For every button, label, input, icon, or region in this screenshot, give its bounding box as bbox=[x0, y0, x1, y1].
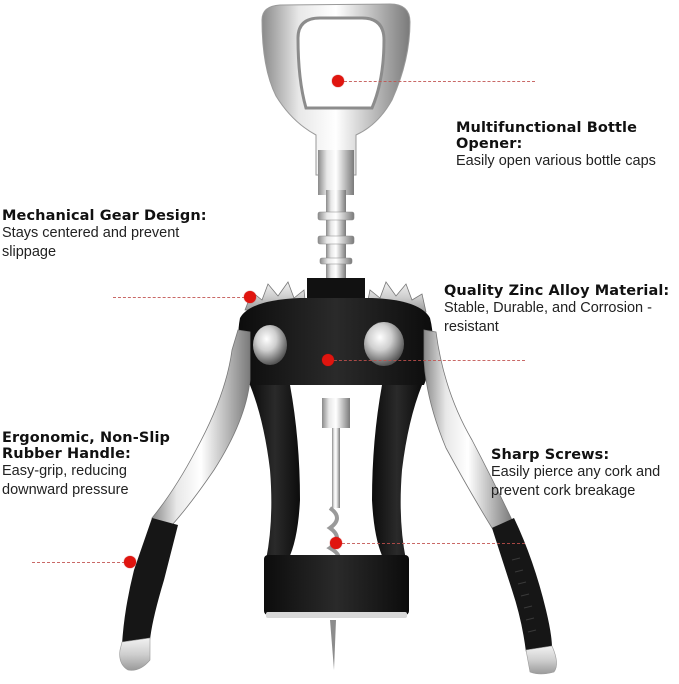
callout-description: Easy-grip, reducing downward pressure bbox=[2, 463, 129, 498]
bottle-opener-handle bbox=[261, 3, 411, 195]
leader-line-bottle-opener bbox=[344, 81, 535, 82]
callout-description: Stable, Durable, and Corrosion -resistan… bbox=[444, 300, 652, 335]
leader-line-gear-design bbox=[113, 297, 250, 298]
callout-gear-design: Mechanical Gear Design: Stays centered a… bbox=[2, 208, 232, 262]
callout-title: Sharp Screws: bbox=[491, 447, 610, 463]
callout-sharp-screws: Sharp Screws: Easily pierce any cork and… bbox=[491, 447, 679, 501]
marker-dot-bottle-opener bbox=[332, 75, 344, 87]
callout-description: Easily open various bottle caps bbox=[456, 153, 656, 169]
rack-shaft bbox=[317, 190, 355, 280]
callout-title: Quality Zinc Alloy Material: bbox=[444, 283, 670, 299]
leader-line-zinc-alloy bbox=[334, 360, 525, 361]
callout-description: Easily pierce any cork and prevent cork … bbox=[491, 464, 661, 499]
callout-description: Stays centered and prevent slippage bbox=[2, 225, 180, 260]
marker-dot-zinc-alloy bbox=[322, 354, 334, 366]
marker-dot-sharp-screws bbox=[330, 537, 342, 549]
callout-rubber-handle: Ergonomic, Non-Slip Rubber Handle: Easy-… bbox=[2, 430, 182, 500]
callout-title: Ergonomic, Non-Slip Rubber Handle: bbox=[2, 430, 171, 462]
callout-title: Mechanical Gear Design: bbox=[2, 208, 207, 224]
callout-zinc-alloy: Quality Zinc Alloy Material: Stable, Dur… bbox=[444, 283, 679, 337]
callout-bottle-opener: Multifunctional Bottle Opener: Easily op… bbox=[456, 120, 676, 171]
leader-line-rubber-handle bbox=[32, 562, 130, 563]
marker-dot-gear-design bbox=[244, 291, 256, 303]
leader-line-sharp-screws bbox=[342, 543, 525, 544]
wing-arms bbox=[151, 329, 513, 529]
marker-dot-rubber-handle bbox=[124, 556, 136, 568]
callout-title: Multifunctional Bottle Opener: bbox=[456, 120, 638, 152]
